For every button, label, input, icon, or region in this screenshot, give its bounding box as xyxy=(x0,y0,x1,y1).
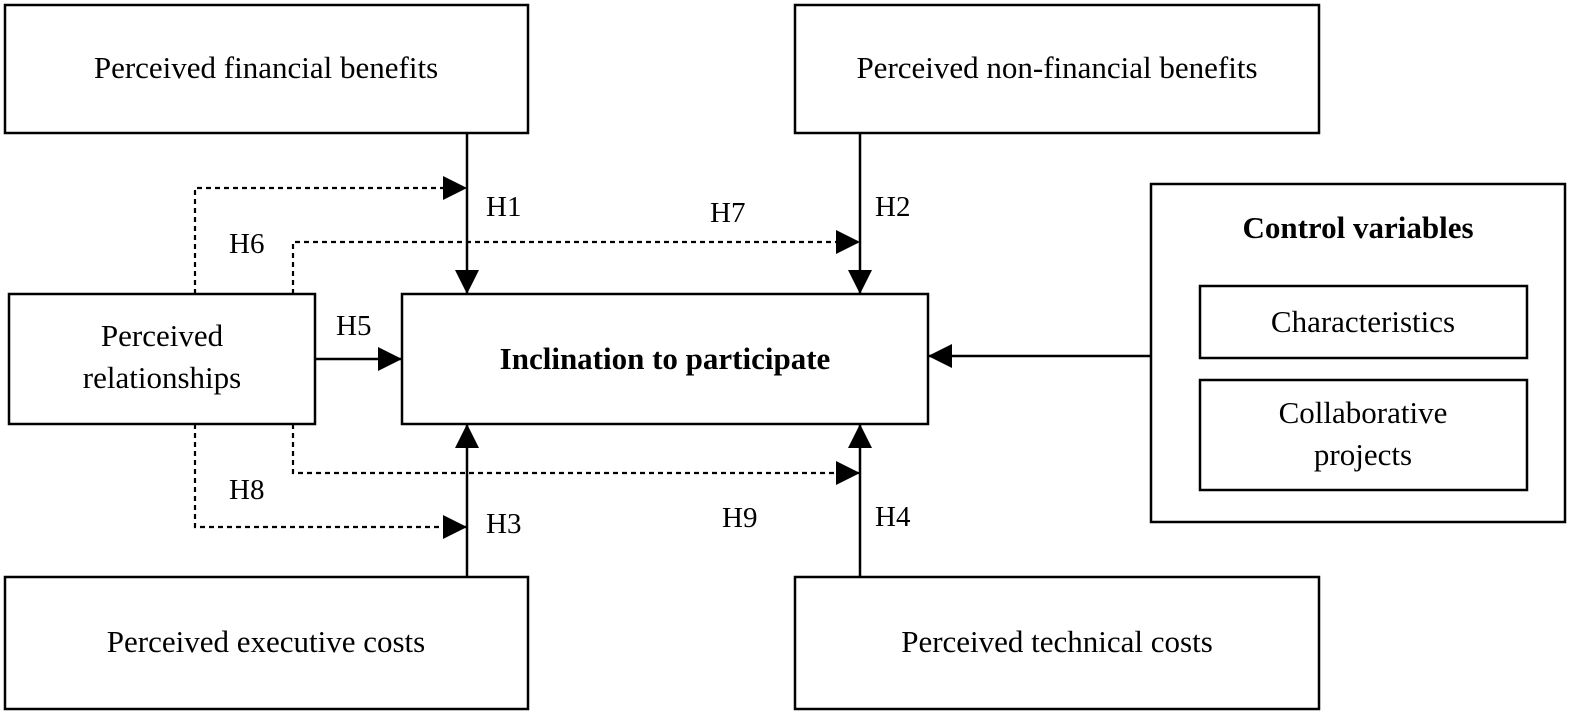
label-h4: H4 xyxy=(875,501,911,533)
collaborative-label-line1: Collaborative xyxy=(1279,395,1448,430)
box-financial-benefits: Perceived financial benefits xyxy=(3,3,530,135)
box-collaborative-projects: Collaborative projects xyxy=(1198,378,1529,492)
dashed-arrow-h9 xyxy=(291,424,860,485)
label-h6: H6 xyxy=(229,228,264,260)
dashed-arrow-h7 xyxy=(291,230,860,294)
label-h7: H7 xyxy=(710,197,745,229)
label-h9: H9 xyxy=(722,502,757,534)
box-executive-costs: Perceived executive costs xyxy=(3,575,530,711)
relationships-label-line2: relationships xyxy=(83,360,241,395)
control-variables-title: Control variables xyxy=(1242,210,1473,245)
collaborative-label-line2: projects xyxy=(1314,437,1412,472)
characteristics-label: Characteristics xyxy=(1271,304,1455,339)
box-control-variables: Control variables Characteristics Collab… xyxy=(1149,182,1567,524)
label-h2: H2 xyxy=(875,191,910,223)
box-characteristics: Characteristics xyxy=(1198,284,1529,360)
box-perceived-relationships: Perceived relationships xyxy=(7,292,317,426)
financial-benefits-label: Perceived financial benefits xyxy=(94,50,438,85)
label-h8: H8 xyxy=(229,474,264,506)
label-h1: H1 xyxy=(486,191,521,223)
box-nonfinancial-benefits: Perceived non-financial benefits xyxy=(793,3,1321,135)
box-inclination: Inclination to participate xyxy=(400,292,930,426)
nonfinancial-benefits-label: Perceived non-financial benefits xyxy=(856,50,1257,85)
executive-costs-label: Perceived executive costs xyxy=(107,624,425,659)
box-technical-costs: Perceived technical costs xyxy=(793,575,1321,711)
label-h3: H3 xyxy=(486,508,521,540)
relationships-label-line1: Perceived xyxy=(101,318,224,353)
dashed-arrow-h8 xyxy=(193,424,467,539)
inclination-label: Inclination to participate xyxy=(500,341,831,376)
technical-costs-label: Perceived technical costs xyxy=(901,624,1213,659)
label-h5: H5 xyxy=(336,310,371,342)
